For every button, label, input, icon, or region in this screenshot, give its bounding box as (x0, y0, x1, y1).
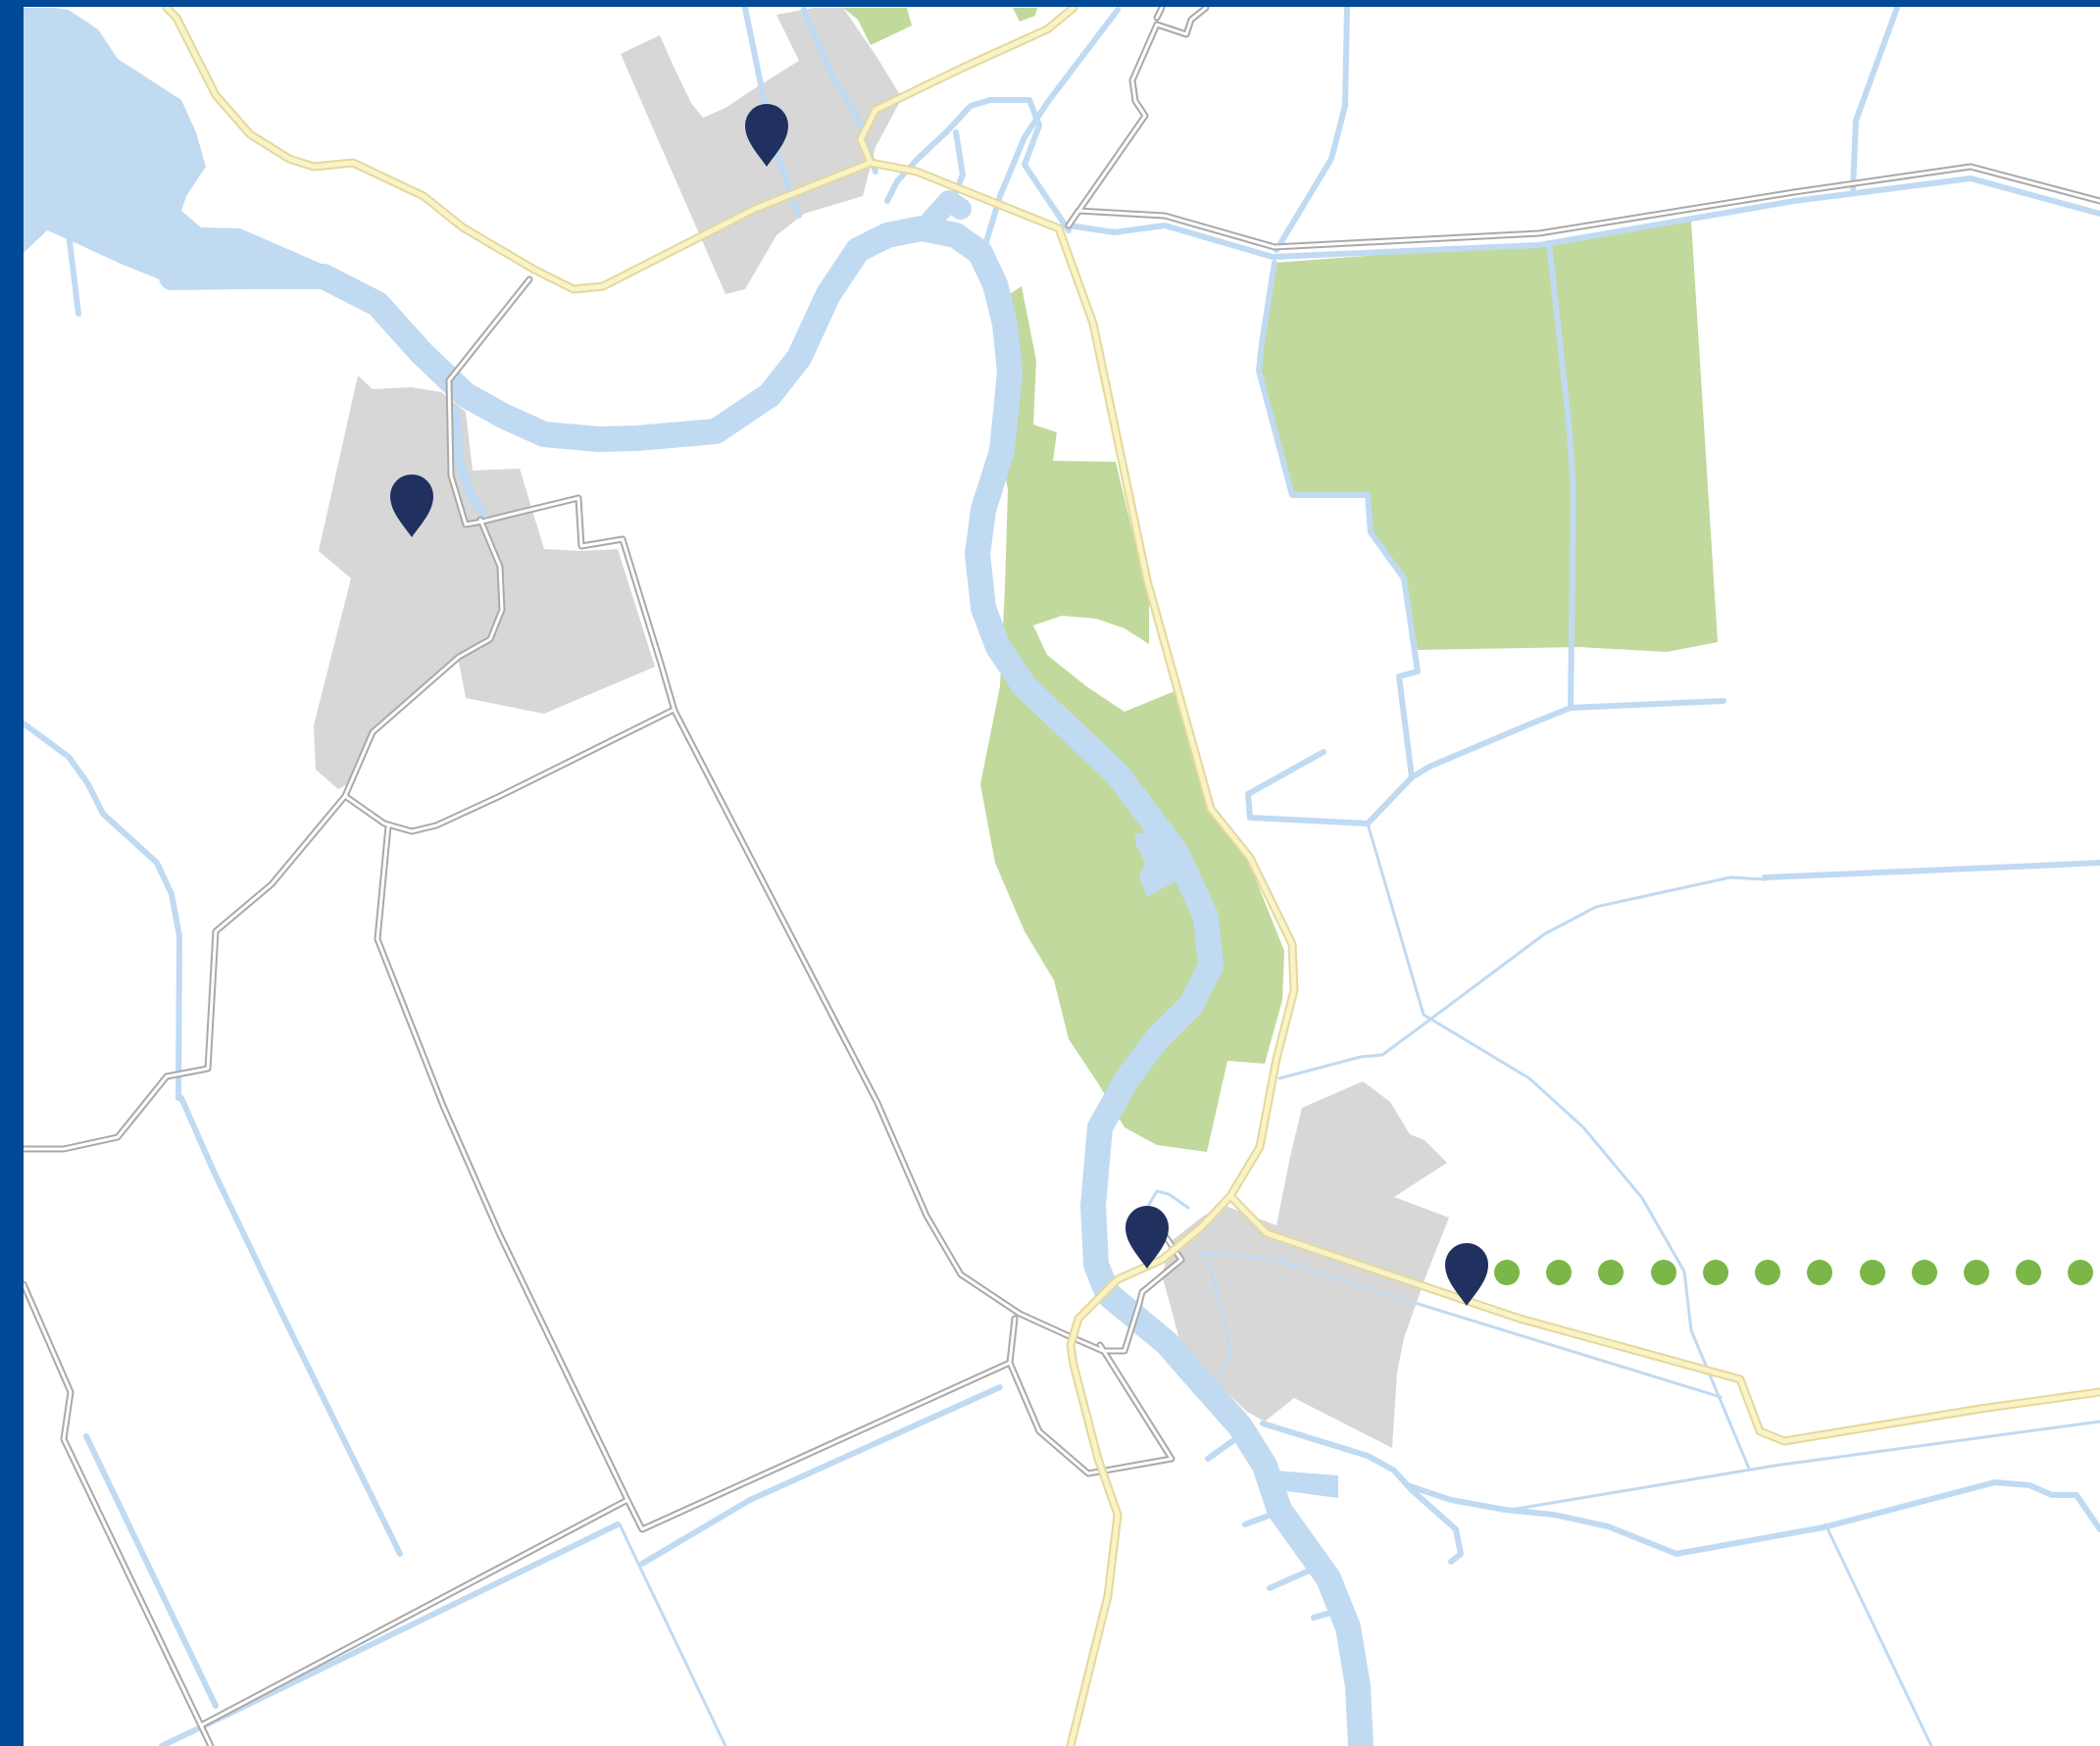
stream-16 (742, 5, 802, 219)
map-pin-icon[interactable] (1445, 1243, 1488, 1306)
park-riverside (980, 286, 1284, 1152)
stream-5 (1274, 5, 1350, 253)
stream-2 (1245, 260, 1421, 826)
stream-1 (1066, 175, 2100, 260)
map-pin-icon[interactable] (1125, 1206, 1169, 1269)
road-9[interactable] (20, 1280, 215, 1746)
drain-3 (1194, 1251, 1723, 1399)
lake-northwest (24, 8, 343, 287)
stream-22 (1311, 1607, 1344, 1621)
river-north-branch (921, 190, 972, 231)
road-layer (20, 4, 2100, 1746)
stream-12 (639, 1384, 1003, 1567)
park-north-small (843, 8, 912, 45)
main-road-layer (162, 3, 2100, 1746)
road-2[interactable] (1065, 4, 1210, 229)
drain-4 (1503, 1420, 2100, 1513)
road-6[interactable] (341, 707, 675, 835)
drain-2 (1277, 875, 1767, 1080)
drain-6 (618, 1522, 727, 1746)
stream-14 (946, 129, 966, 212)
main-road-fill[interactable] (164, 5, 2100, 1746)
stream-6 (1850, 5, 1900, 191)
dock-east (1275, 1471, 1338, 1498)
stream-20 (1242, 1507, 1287, 1527)
stream-21 (1267, 1566, 1317, 1591)
stream-15 (982, 7, 1121, 248)
stream-7 (1762, 860, 2100, 880)
urban-layer (314, 8, 1449, 1448)
park-northeast (1259, 222, 1718, 652)
stream-9 (66, 230, 81, 317)
stream-8 (21, 721, 403, 1557)
drain-1 (1366, 822, 1751, 1471)
stream-3 (1409, 698, 1726, 780)
drain-9 (1206, 1258, 1232, 1379)
dotted-route-line (1494, 1260, 2093, 1285)
map-pin-icon[interactable] (390, 474, 433, 537)
park-north-tiny (1013, 8, 1037, 22)
stream-4 (1546, 240, 1576, 709)
river-main (159, 216, 1374, 1746)
stream-10 (83, 1433, 219, 1709)
drain-8 (1145, 1189, 1159, 1210)
stream-23 (1205, 1436, 1238, 1462)
stream-13 (884, 97, 1072, 233)
urban-east-town (1162, 1081, 1449, 1448)
river-lake-outlet (451, 407, 487, 517)
stream-19 (1404, 1479, 2100, 1557)
map-pin-icon[interactable] (745, 104, 788, 167)
marker-layer (390, 104, 1488, 1306)
drain-7 (1155, 1189, 1190, 1210)
drain-5 (1824, 1522, 1933, 1746)
stream-18 (1260, 1421, 1464, 1565)
